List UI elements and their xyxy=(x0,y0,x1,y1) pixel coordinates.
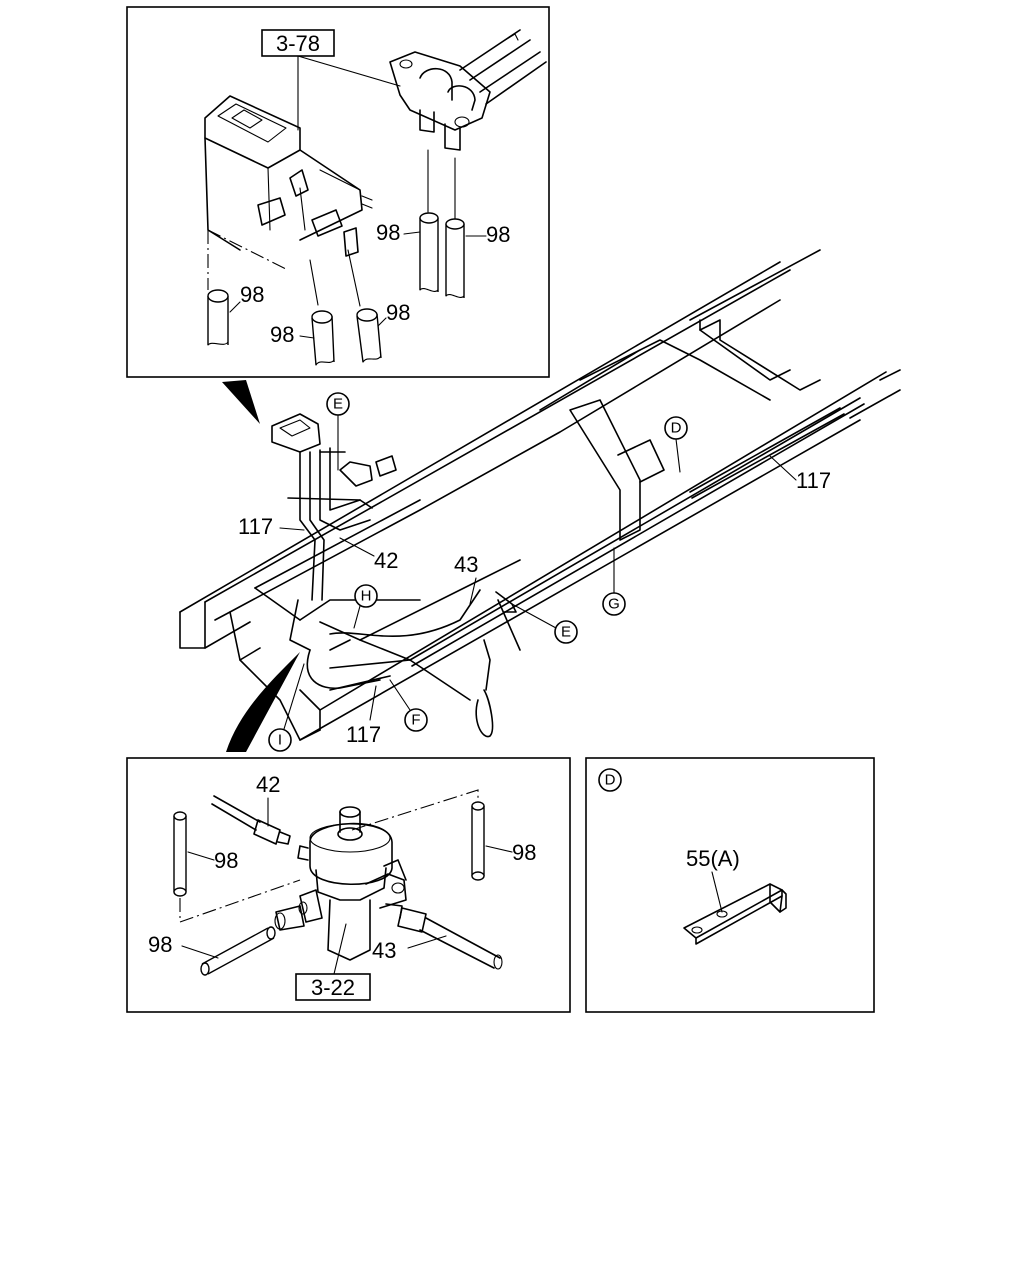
svg-text:F: F xyxy=(411,712,420,729)
label-42-chassis: 42 xyxy=(374,548,398,573)
ref-3-78-label: 3-78 xyxy=(276,31,320,56)
label-98-inset-diagonal: 98 xyxy=(148,932,172,957)
pointer-arrow-bottom xyxy=(226,652,300,752)
marker-H: H xyxy=(353,584,378,629)
marker-E-top: E xyxy=(326,392,350,471)
label-43-chassis: 43 xyxy=(454,552,478,577)
marker-I: I xyxy=(268,663,305,752)
tube-98-d xyxy=(419,212,439,292)
valve-fitting-right xyxy=(389,29,547,151)
tube-98-br-vertical xyxy=(471,801,485,881)
ref-box-3-22 xyxy=(295,973,371,1001)
dashdot-right xyxy=(351,789,479,831)
tube-98-e xyxy=(445,218,465,298)
ref-3-22-label: 3-22 xyxy=(311,975,355,1000)
label-117-bottom: 117 xyxy=(346,722,381,747)
marker-D-chassis: D xyxy=(664,416,688,473)
svg-text:E: E xyxy=(333,396,343,413)
relay-valve-bracket xyxy=(204,95,373,257)
label-98-top-b: 98 xyxy=(270,322,294,347)
bottom-right-inset-frame xyxy=(585,757,875,1013)
tube-98-bl-diagonal xyxy=(200,926,276,976)
tube-98-c xyxy=(356,308,382,363)
chassis-valve-group xyxy=(271,413,397,651)
svg-text:I: I xyxy=(278,732,282,749)
label-42-inset: 42 xyxy=(256,772,280,797)
marker-F: F xyxy=(389,679,428,732)
tube-98-b xyxy=(311,310,335,366)
svg-text:H: H xyxy=(361,588,372,605)
svg-text:E: E xyxy=(561,624,571,641)
dashdot-left xyxy=(179,879,301,923)
marker-G: G xyxy=(602,547,626,616)
marker-E-right: E xyxy=(511,603,578,644)
air-pipes xyxy=(306,397,865,738)
tube-guide-lines xyxy=(309,249,361,307)
tube-42 xyxy=(211,795,291,845)
label-117-left: 117 xyxy=(238,514,273,539)
bottom-left-inset-frame xyxy=(126,757,571,1013)
leader-3-22 xyxy=(333,923,347,975)
label-98-top-d: 98 xyxy=(376,220,400,245)
dashdot-line-top xyxy=(207,229,289,271)
label-43-inset: 43 xyxy=(372,938,396,963)
leader-55a xyxy=(711,871,723,913)
svg-text:G: G xyxy=(608,596,620,613)
marker-D-inset: D xyxy=(598,768,622,792)
ref-box-3-78 xyxy=(261,29,335,57)
label-98-top-e: 98 xyxy=(486,222,510,247)
relay-valve xyxy=(274,806,407,961)
top-inset-frame xyxy=(126,6,550,378)
label-98-top-c: 98 xyxy=(386,300,410,325)
bracket-55a xyxy=(683,883,787,945)
label-98-inset-right: 98 xyxy=(512,840,536,865)
tube-98-bl-vertical xyxy=(173,811,187,897)
label-55a: 55(A) xyxy=(686,846,740,871)
label-98-inset-left: 98 xyxy=(214,848,238,873)
leader-3-78-b xyxy=(297,55,401,87)
tube-guide-lines-2 xyxy=(427,149,456,223)
chassis-frame xyxy=(179,249,901,741)
tube-43 xyxy=(385,903,503,970)
tube-98-a xyxy=(207,289,229,346)
svg-text:D: D xyxy=(605,772,616,789)
pointer-arrow-top xyxy=(222,380,260,424)
label-117-right: 117 xyxy=(796,468,831,493)
label-98-top-a: 98 xyxy=(240,282,264,307)
svg-text:D: D xyxy=(671,420,682,437)
